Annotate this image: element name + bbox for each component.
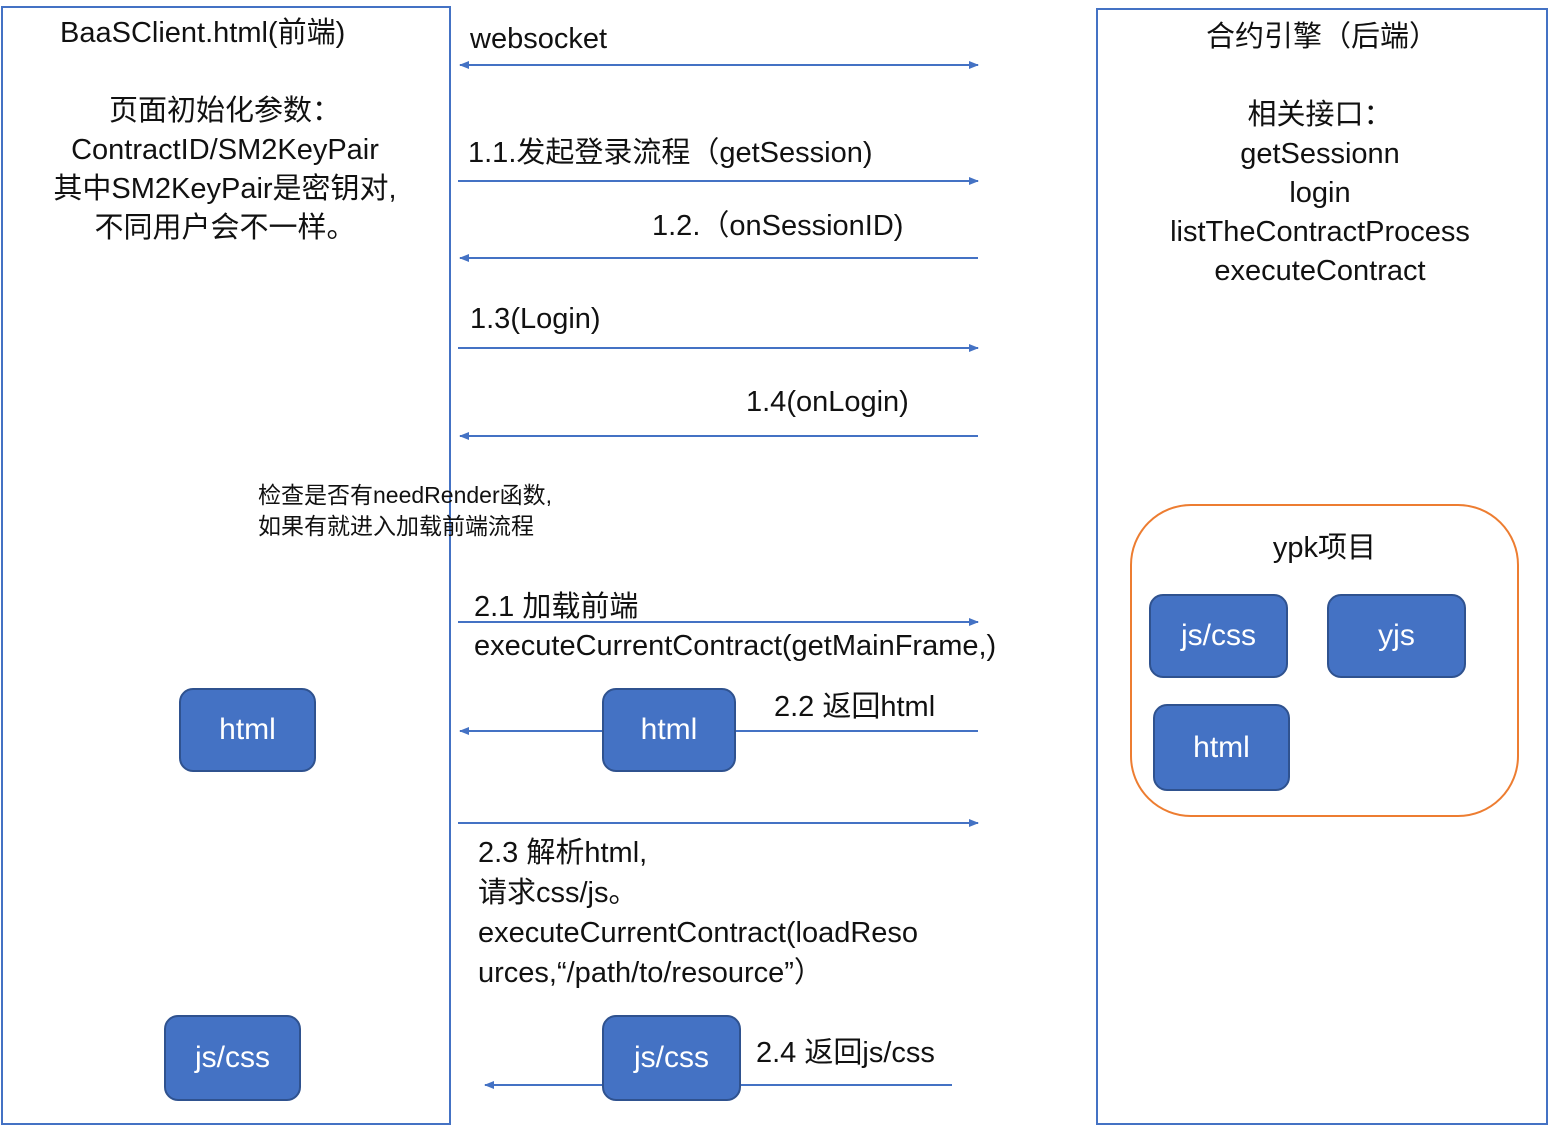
param-line: 不同用户会不一样。: [94, 212, 356, 244]
param-line: 其中SM2KeyPair是密钥对,: [53, 173, 397, 205]
api-line: executeContract: [1214, 255, 1426, 287]
websocket-label: websocket: [470, 23, 608, 55]
msg-2-3-line: urces,“/path/to/resource”）: [478, 957, 823, 989]
note-line: 检查是否有needRender函数,: [258, 482, 552, 508]
msg-2-1-title: 2.1 加载前端: [474, 591, 639, 623]
api-line: listTheContractProcess: [1170, 216, 1470, 248]
param-line: 页面初始化参数：: [108, 95, 341, 127]
msg-2-3-line: 请求css/js。: [478, 877, 638, 909]
backend-title: 合约引擎（后端）: [1205, 21, 1438, 53]
note-line: 如果有就进入加载前端流程: [258, 513, 534, 539]
msg-2-3-line: 2.3 解析html,: [478, 837, 648, 869]
api-line: login: [1289, 177, 1351, 209]
api-line: 相关接口：: [1247, 99, 1393, 131]
msg-2-2: 2.2 返回html: [774, 691, 936, 723]
msg-1-1: 1.1.发起登录流程（getSession): [468, 137, 873, 169]
msg-2-3-line: executeCurrentContract(loadReso: [478, 917, 919, 949]
ypk-html-box: html: [1153, 704, 1290, 791]
frontend-params: 页面初始化参数： ContractID/SM2KeyPair 其中SM2KeyP…: [0, 92, 450, 248]
api-line: getSessionn: [1240, 138, 1400, 170]
ypk-group: [1130, 504, 1519, 817]
backend-panel: [1096, 8, 1548, 1125]
param-line: ContractID/SM2KeyPair: [71, 134, 379, 166]
frontend-jscss-box: js/css: [164, 1015, 301, 1101]
ypk-title: ypk项目: [1272, 532, 1377, 564]
frontend-panel: [1, 6, 451, 1125]
response-jscss-box: js/css: [602, 1015, 741, 1101]
msg-1-3: 1.3(Login): [470, 303, 601, 335]
msg-2-3: 2.3 解析html, 请求css/js。 executeCurrentCont…: [478, 833, 918, 993]
msg-2-1-call: executeCurrentContract(getMainFrame,): [474, 630, 997, 662]
msg-1-2: 1.2.（onSessionID): [652, 210, 904, 242]
backend-apis: 相关接口： getSessionn login listTheContractP…: [1096, 96, 1544, 291]
msg-1-4: 1.4(onLogin): [746, 386, 909, 418]
render-note: 检查是否有needRender函数, 如果有就进入加载前端流程: [258, 480, 552, 542]
frontend-html-box: html: [179, 688, 316, 772]
msg-2-4: 2.4 返回js/css: [756, 1037, 935, 1069]
frontend-title: BaaSClient.html(前端): [60, 17, 346, 49]
response-html-box: html: [602, 688, 736, 772]
ypk-jscss-box: js/css: [1149, 594, 1288, 678]
ypk-yjs-box: yjs: [1327, 594, 1466, 678]
